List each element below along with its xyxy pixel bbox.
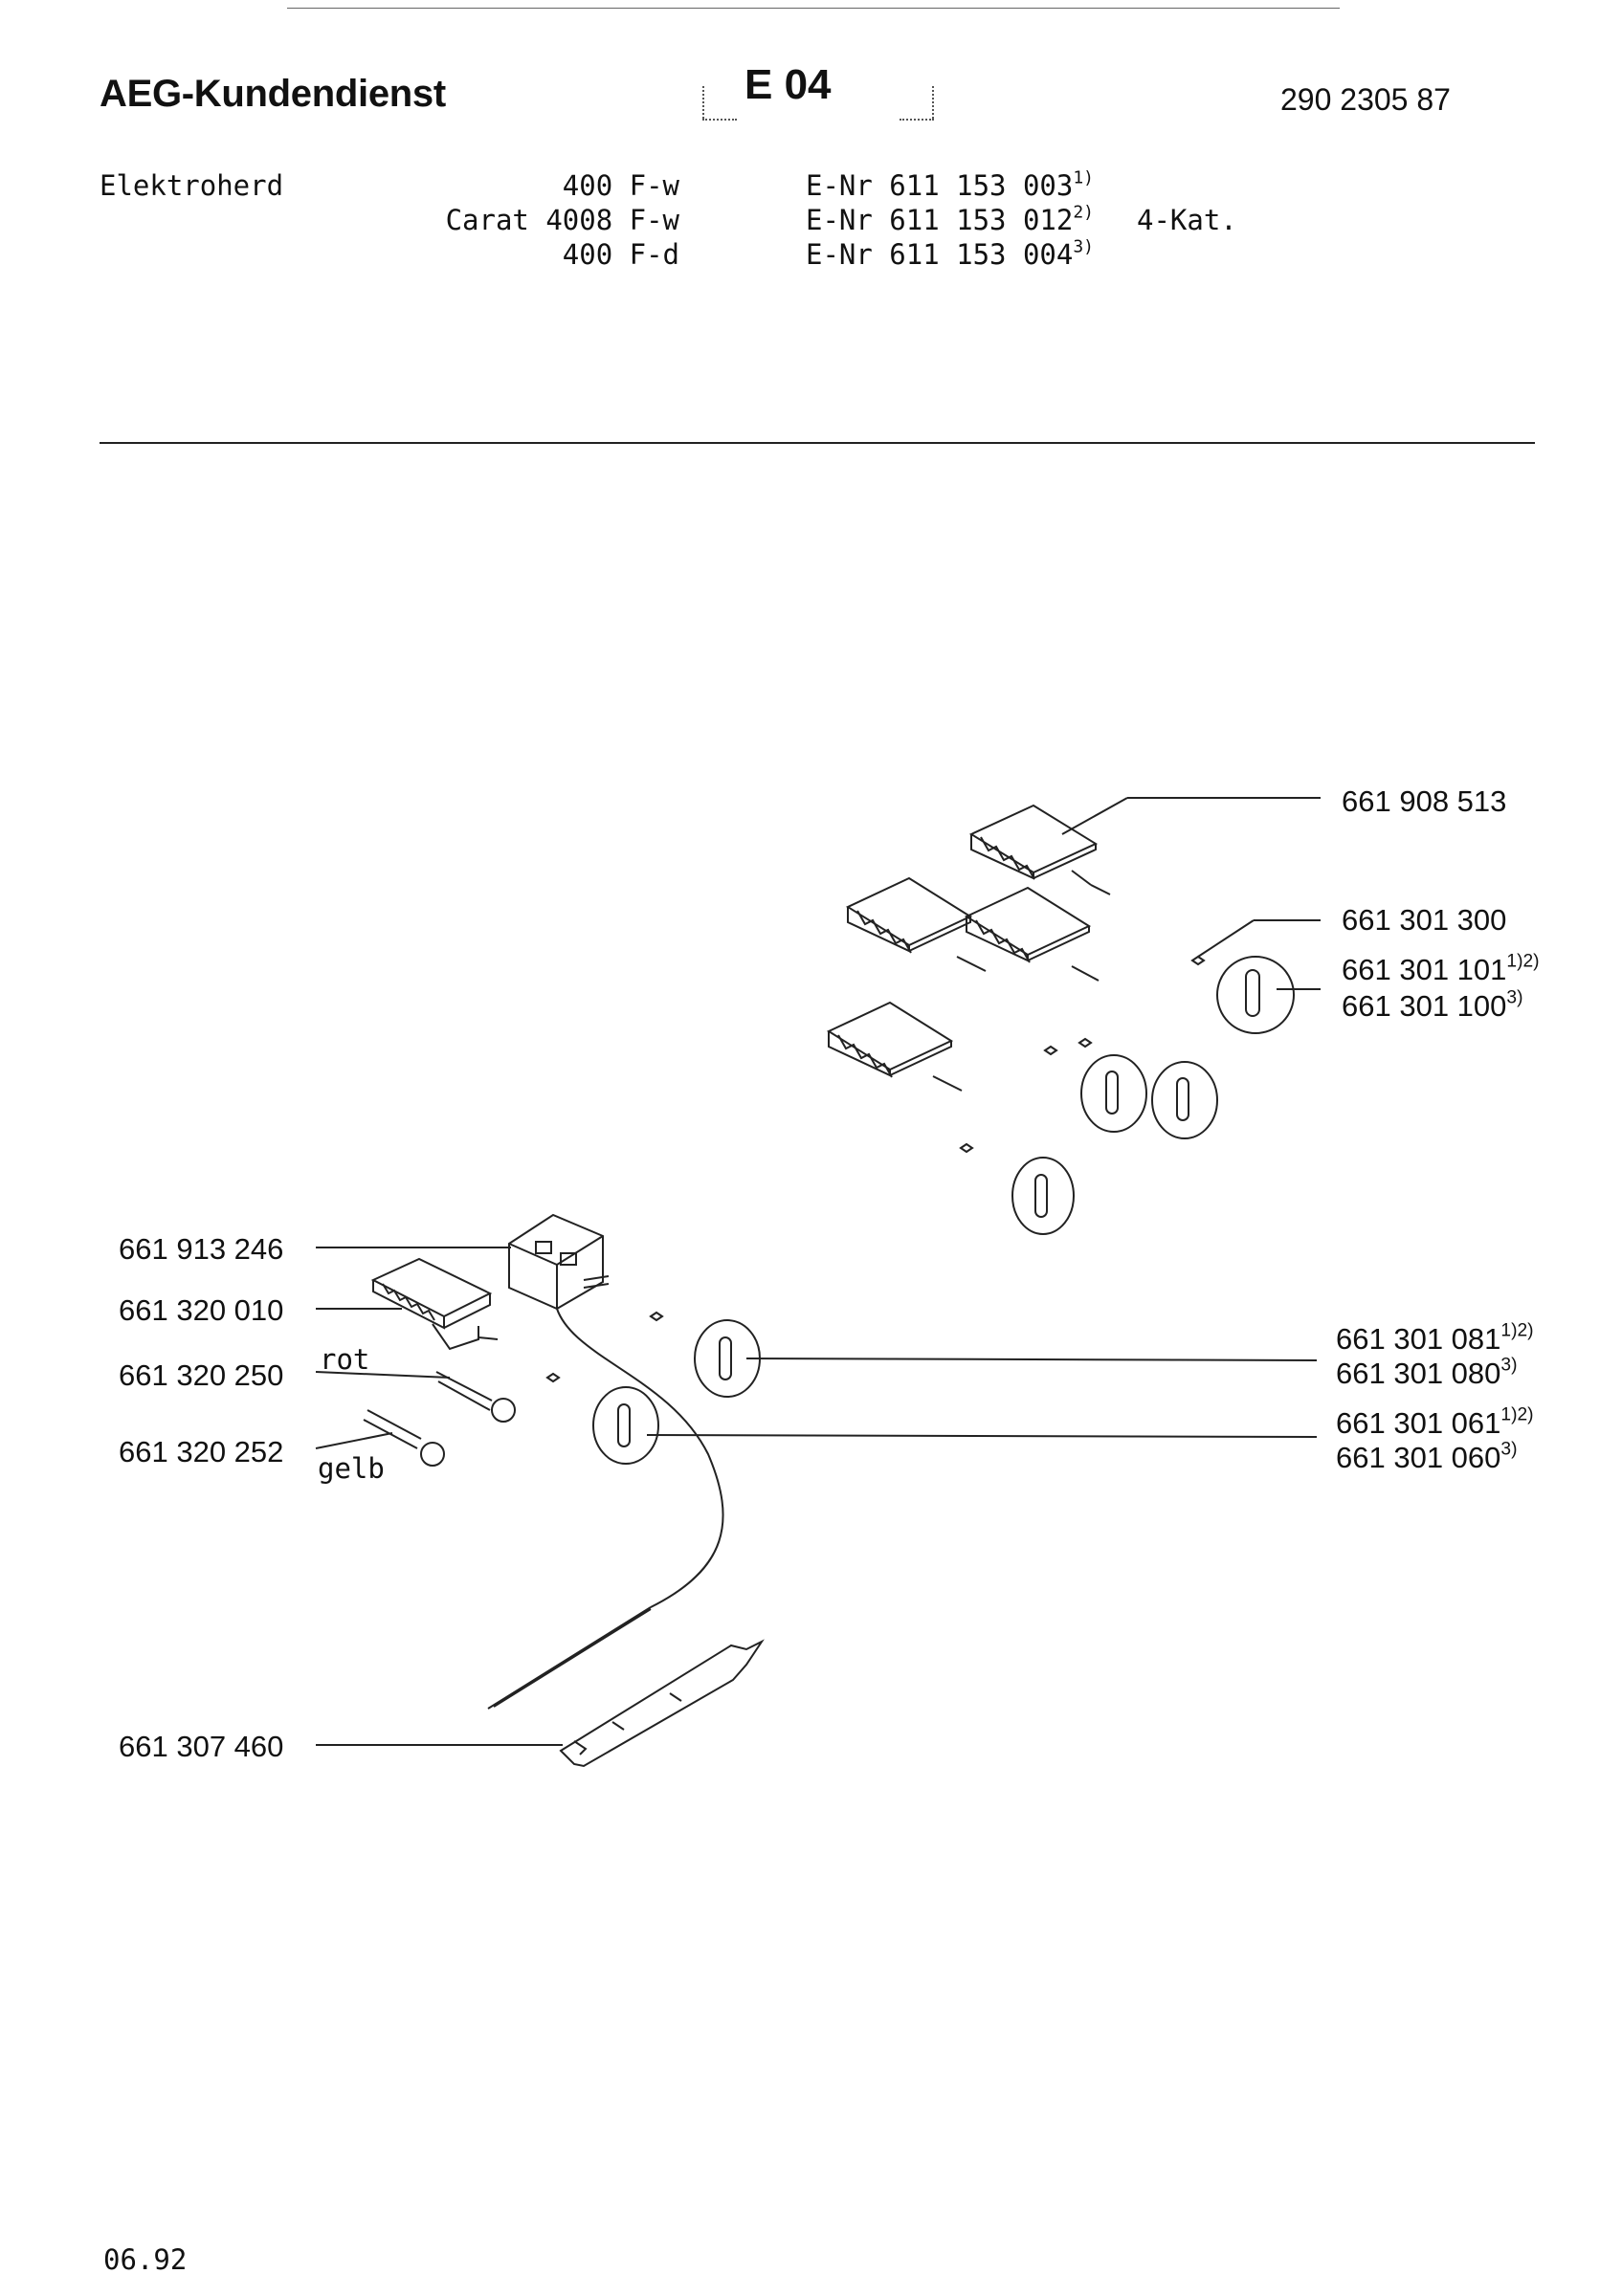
part-number-knob-c1: 661 301 0611)2): [1336, 1404, 1534, 1440]
knob-icon: [1011, 1157, 1075, 1235]
part-number-knob-b1: 661 301 0811)2): [1336, 1320, 1534, 1356]
part-number-thermostat: 661 913 246: [119, 1232, 284, 1266]
part-number-lamp-red: 661 320 250: [119, 1358, 284, 1392]
part-number-knob-a2: 661 301 1003): [1342, 987, 1523, 1023]
part-number-selector-switch: 661 320 010: [119, 1293, 284, 1327]
section-code-box: [702, 57, 934, 121]
lamp-red-label: rot: [320, 1343, 370, 1376]
top-rule: [287, 8, 1340, 9]
thermostat-icon: [487, 1213, 724, 1710]
switch-block-icon: [968, 804, 1111, 895]
part-number-switch-top: 661 908 513: [1342, 784, 1507, 818]
knob-icon: [1151, 1061, 1218, 1139]
knob-icon: [1080, 1054, 1147, 1133]
brand-title: AEG-Kundendienst: [100, 73, 446, 115]
bracket-icon: [559, 1639, 765, 1768]
clip-icon: [545, 955, 1206, 1383]
red-lamp-icon: [435, 1371, 516, 1423]
product-type: Elektroherd: [100, 169, 284, 202]
enr-2: E-Nr 611 153 0122): [806, 202, 1094, 236]
knob-icon: [592, 1386, 659, 1465]
leader-line: [315, 1432, 393, 1449]
part-number-knob-c2: 661 301 0603): [1336, 1439, 1518, 1474]
document-number: 290 2305 87: [1280, 82, 1451, 117]
knob-icon: [1216, 956, 1295, 1034]
enr-3: E-Nr 611 153 0043): [806, 236, 1094, 271]
model-1: 400 F-w: [562, 169, 679, 202]
leader-line: [745, 1358, 1318, 1361]
part-number-knob-a1: 661 301 1011)2): [1342, 951, 1540, 986]
switch-block-icon: [845, 876, 987, 972]
switch-block-icon: [826, 1001, 963, 1092]
enr-list: E-Nr 611 153 0031) E-Nr 611 153 0122) E-…: [806, 168, 1094, 272]
footer-date: 06.92: [103, 2243, 188, 2276]
part-number-lamp-yellow: 661 320 252: [119, 1435, 284, 1468]
model-3: 400 F-d: [562, 238, 679, 271]
leader-line: [646, 1434, 1318, 1438]
lamp-yellow-label: gelb: [318, 1452, 385, 1485]
selector-switch-icon: [370, 1257, 499, 1351]
leader-line: [1197, 919, 1255, 958]
part-number-bracket: 661 307 460: [119, 1730, 284, 1763]
leader-line: [1061, 797, 1128, 835]
leader-line: [315, 1371, 451, 1379]
category-label: 4-Kat.: [1137, 204, 1237, 236]
header-divider: [100, 442, 1535, 444]
part-number-clip: 661 301 300: [1342, 903, 1507, 937]
section-code: E 04: [744, 61, 832, 108]
switch-block-icon: [964, 886, 1100, 982]
model-2: Carat 4008 F-w: [445, 204, 679, 236]
enr-1: E-Nr 611 153 0031): [806, 167, 1094, 202]
model-list: 400 F-w Carat 4008 F-w 400 F-d: [364, 168, 679, 272]
part-number-knob-b2: 661 301 0803): [1336, 1355, 1518, 1390]
